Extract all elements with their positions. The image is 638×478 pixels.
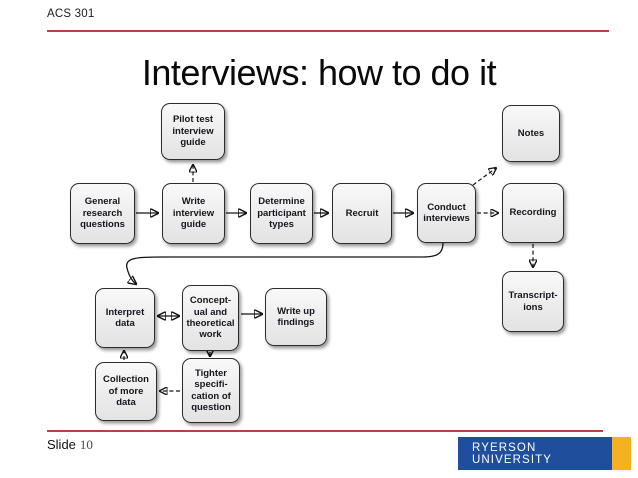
interview-process-flowchart: Pilot test interview guide Notes General… [0,95,638,430]
node-write-interview-guide: Write interview guide [162,183,225,244]
node-pilot-test-interview-guide: Pilot test interview guide [161,103,225,160]
edge-conduct-to-interpret-feedback [126,242,444,284]
node-recording: Recording [502,183,564,243]
footer-rule [47,430,603,432]
node-notes: Notes [502,105,560,162]
node-collection-of-more-data: Collection of more data [95,362,157,421]
node-tighter-specification-of-question: Tighter specifi- cation of question [182,358,240,423]
node-determine-participant-types: Determine participant types [250,183,313,244]
header-rule [47,30,609,32]
node-recruit: Recruit [332,183,392,244]
ryerson-wordmark: RYERSON UNIVERSITY [458,437,612,470]
slide-footer-label: Slide [47,437,76,452]
slide-title: Interviews: how to do it [141,52,497,93]
node-general-research-questions: General research questions [70,183,135,244]
edge-conduct-to-notes [472,168,496,186]
node-interpret-data: Interpret data [95,288,155,348]
ryerson-gold-square [612,437,631,470]
node-write-up-findings: Write up findings [265,288,327,346]
node-transcriptions: Transcript- ions [502,271,564,332]
course-code: ACS 301 [47,8,95,20]
node-conduct-interviews: Conduct interviews [417,183,476,243]
ryerson-university-logo: RYERSON UNIVERSITY [458,437,631,470]
node-conceptual-theoretical-work: Concept- ual and theoretical work [182,285,239,351]
slide-number: 10 [79,437,93,452]
